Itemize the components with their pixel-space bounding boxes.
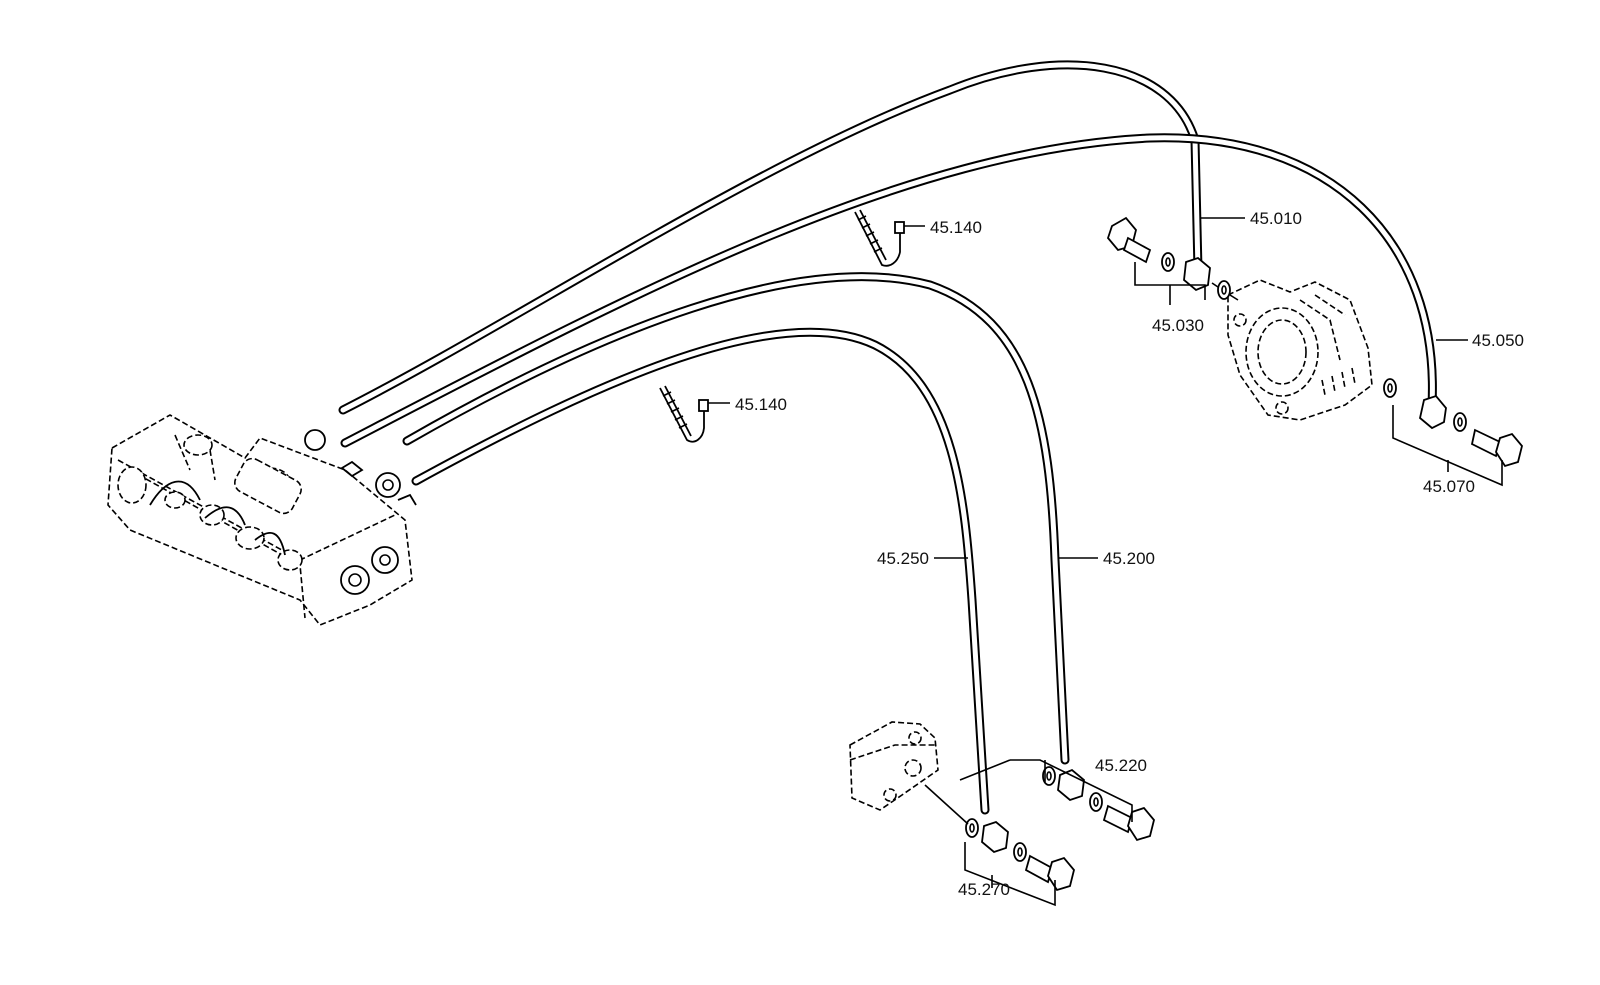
pipe-45-200	[402, 272, 1070, 765]
banjo-bolt-45-220	[1042, 766, 1155, 842]
pipe-45-050	[340, 133, 1437, 448]
callout-45-140-upper: 45.140	[904, 218, 982, 237]
callout-label-45-050: 45.050	[1472, 331, 1524, 350]
callout-45-220: 45.220	[1095, 756, 1147, 775]
pipe-45-010	[338, 60, 1203, 415]
callout-45-030: 45.030	[1152, 316, 1204, 335]
callout-label-45-200: 45.200	[1103, 549, 1155, 568]
callout-label-45-220: 45.220	[1095, 756, 1147, 775]
callout-45-070: 45.070	[1423, 477, 1475, 496]
group-bracket-45-270	[964, 842, 1056, 907]
callout-label-45-140-lower: 45.140	[735, 395, 787, 414]
callout-label-45-010: 45.010	[1250, 209, 1302, 228]
callout-45-250: 45.250	[877, 549, 968, 568]
callout-45-270: 45.270	[958, 880, 1010, 899]
cable-tie-upper	[854, 209, 905, 267]
cable-tie-lower	[659, 385, 709, 443]
callout-label-45-250: 45.250	[877, 549, 929, 568]
group-bracket-45-030	[1134, 262, 1206, 305]
pump-housing	[1227, 279, 1373, 421]
callout-45-050: 45.050	[1436, 331, 1524, 350]
pipe-flange	[849, 721, 939, 811]
callout-label-45-070: 45.070	[1423, 477, 1475, 496]
pipe-45-250	[411, 327, 990, 815]
callout-label-45-030: 45.030	[1152, 316, 1204, 335]
callout-label-45-270: 45.270	[958, 880, 1010, 899]
callout-45-200: 45.200	[1058, 549, 1155, 568]
group-bracket-45-070	[1392, 405, 1503, 487]
banjo-bolt-45-030	[1106, 216, 1239, 301]
group-bracket-45-220	[959, 759, 1133, 822]
callout-label-45-140-upper: 45.140	[930, 218, 982, 237]
banjo-bolt-45-270	[924, 784, 1075, 892]
banjo-bolt-45-070	[1383, 378, 1523, 468]
callout-45-140-lower: 45.140	[708, 395, 787, 414]
callout-45-010: 45.010	[1200, 209, 1302, 228]
valve-block	[107, 414, 417, 626]
